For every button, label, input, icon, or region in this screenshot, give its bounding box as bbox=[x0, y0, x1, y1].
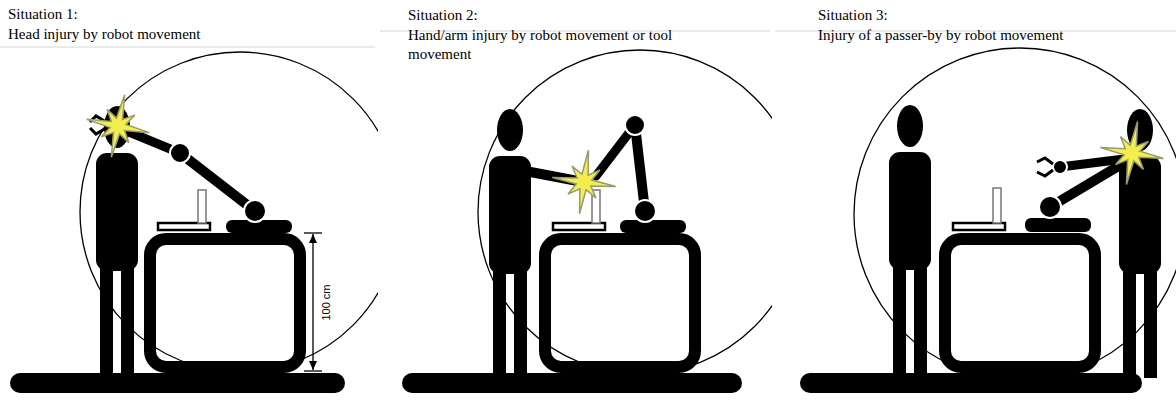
situation-caption: Hand/arm injury by robot movement or too… bbox=[408, 26, 738, 64]
situation-caption: Head injury by robot movement bbox=[8, 25, 368, 44]
dimension-label: 100 cm bbox=[319, 284, 332, 320]
situation-caption: Injury of a passer-by by robot movement bbox=[818, 26, 1168, 45]
situation-number: Situation 3: bbox=[818, 6, 1168, 25]
situation-number: Situation 1: bbox=[8, 5, 368, 24]
situation-number: Situation 2: bbox=[408, 6, 738, 25]
